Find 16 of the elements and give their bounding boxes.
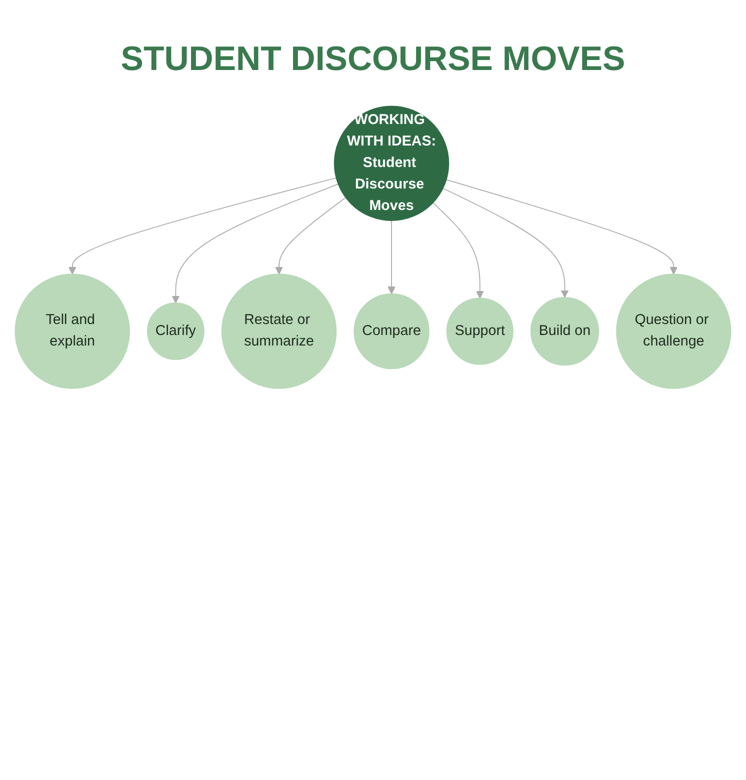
arrow	[68, 177, 337, 274]
arrow	[432, 202, 484, 299]
node-circle: Clarify	[146, 302, 204, 360]
node-circle: WORKING WITH IDEAS: Student Discourse Moves	[334, 106, 450, 221]
node-circle: Support	[446, 298, 514, 365]
diagram-title: STUDENT DISCOURSE MOVES	[120, 40, 626, 79]
arrow	[172, 184, 339, 304]
node-circle: Build on	[530, 296, 600, 366]
arrow	[275, 197, 346, 274]
node-circle: Compare	[354, 293, 430, 370]
arrow	[388, 220, 396, 294]
arrow	[442, 188, 569, 298]
node-circle: Question or challenge	[616, 274, 732, 389]
arrow	[446, 179, 678, 274]
node-circle: Tell and explain	[14, 274, 130, 389]
node-circle: Restate or summarize	[221, 274, 337, 389]
